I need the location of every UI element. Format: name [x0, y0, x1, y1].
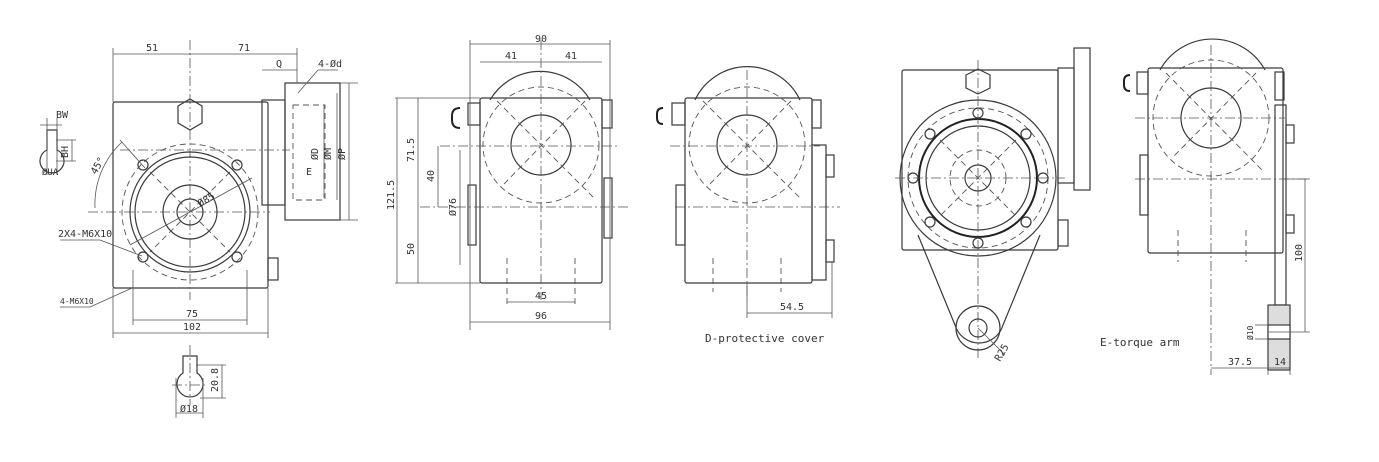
- flange-plate: [284, 82, 341, 221]
- dia-m: ØM: [322, 148, 334, 160]
- gearbox-body: [1147, 67, 1284, 254]
- key-bh: BH: [60, 146, 71, 158]
- key-ua: ØUA: [42, 167, 59, 178]
- dim-37-5: 37.5: [1228, 357, 1252, 368]
- gearbox-body: [112, 101, 269, 289]
- dim-102: 102: [183, 322, 201, 333]
- gearbox-body: [684, 97, 813, 284]
- dim-75: 75: [186, 309, 198, 320]
- dim-71: 71: [238, 43, 250, 54]
- dim-90: 90: [535, 34, 547, 45]
- dim-45: 45: [535, 291, 547, 302]
- view-d-torque-arm-front: R25: [895, 47, 1091, 364]
- key-bw: BW: [56, 110, 69, 121]
- view-b-side: 90 41 41 121.5 71.5 40 Ø76 50 45 96: [386, 34, 630, 330]
- callout-base-taps: 4-M6X10: [60, 297, 94, 306]
- cable-gland: [1123, 74, 1131, 92]
- shaft-dia-18: Ø18: [180, 403, 198, 415]
- torque-arm-bar: [1274, 104, 1287, 306]
- torque-arm: [917, 234, 1041, 344]
- dim-q: Q: [276, 59, 282, 70]
- view-a-front: Ø85 51 71 Q 4-Ød ØD ØM ØP E 45° 2X4-M6X1…: [39, 40, 358, 418]
- angle-45: 45°: [89, 155, 108, 176]
- label-dia-85: Ø85: [196, 190, 218, 209]
- dim-40: 40: [426, 170, 437, 182]
- dia-76: Ø76: [447, 198, 459, 216]
- dim-54-5: 54.5: [780, 302, 804, 313]
- dia-10: Ø10: [1245, 325, 1255, 340]
- dim-e: E: [306, 167, 312, 178]
- dim-96: 96: [535, 311, 547, 322]
- bolt-holes: [137, 159, 243, 263]
- dim-71-5: 71.5: [406, 138, 417, 162]
- input-flange: [261, 99, 286, 206]
- flange-bolts: [907, 107, 1049, 249]
- cable-gland: [451, 107, 461, 129]
- dia-d: ØD: [309, 148, 321, 160]
- callout-flange-taps: 2X4-M6X10: [58, 229, 112, 240]
- protective-cover: [811, 144, 827, 281]
- caption-protective-cover: D-protective cover: [705, 332, 825, 345]
- view-e-torque-arm-side: 100 Ø10 37.5 14 E-torque arm: [1100, 38, 1310, 375]
- shaft-detail: 20.8 Ø18: [172, 345, 226, 418]
- dim-121-5: 121.5: [386, 180, 397, 210]
- shaft-20-8: 20.8: [210, 368, 221, 392]
- dim-50: 50: [406, 243, 417, 255]
- hole-callout: 4-Ød: [318, 58, 342, 70]
- dim-100: 100: [1294, 244, 1305, 262]
- caption-torque-arm: E-torque arm: [1100, 336, 1180, 349]
- dim-14: 14: [1274, 357, 1286, 368]
- dim-51: 51: [146, 43, 158, 54]
- view-c-protective-cover: 54.5 D-protective cover: [656, 66, 840, 345]
- dia-p: ØP: [336, 148, 348, 160]
- dim-41-right: 41: [565, 51, 577, 62]
- dim-41-left: 41: [505, 51, 517, 62]
- keyway-detail: BW BH ØUA: [39, 110, 76, 178]
- cable-gland: [656, 107, 664, 125]
- flange-plate: [1073, 47, 1091, 191]
